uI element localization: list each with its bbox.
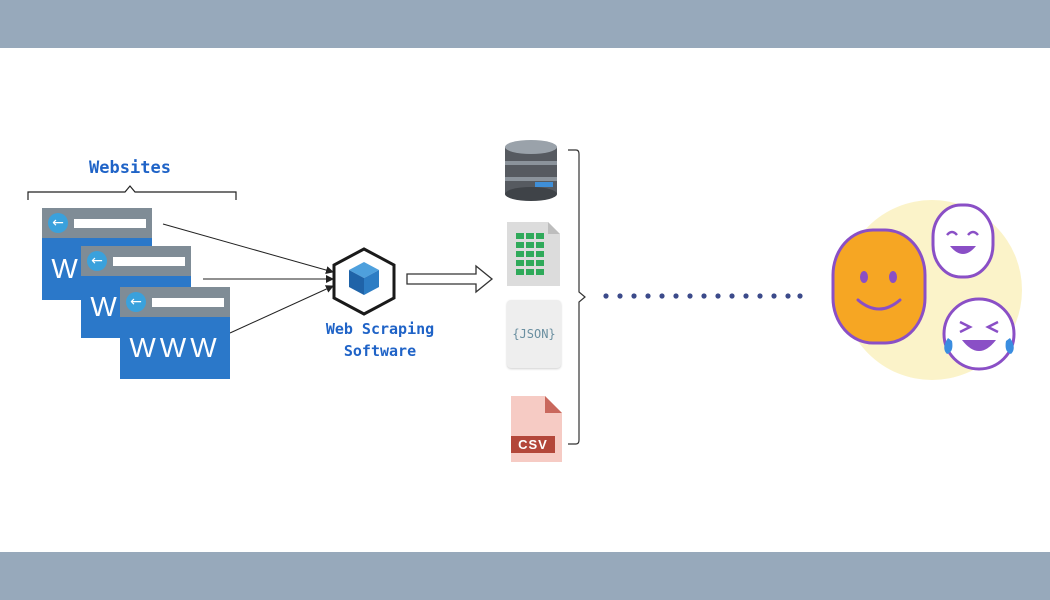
happy-face-icon [931, 203, 995, 279]
csv-label: CSV [511, 436, 555, 453]
software-label: Web Scraping Software [295, 318, 465, 362]
json-file-icon: {JSON} [507, 300, 561, 368]
spreadsheet-icon [507, 222, 560, 286]
cube-icon [332, 247, 396, 316]
database-icon [505, 140, 557, 201]
back-arrow-icon: ← [48, 213, 68, 233]
browser-window-3: ← WWW [120, 287, 230, 379]
address-bar [113, 257, 185, 266]
back-arrow-icon: ← [126, 292, 146, 312]
laughing-emoji-icon [942, 297, 1016, 371]
www-text: WWW [120, 317, 230, 379]
top-banner [0, 0, 1050, 48]
address-bar [74, 219, 146, 228]
websites-label: Websites [89, 158, 171, 178]
bottom-banner [0, 552, 1050, 600]
back-arrow-icon: ← [87, 251, 107, 271]
smiley-icon [831, 228, 927, 345]
emoji-group [831, 200, 1022, 380]
software-label-line1: Web Scraping [325, 320, 435, 338]
dotted-connector [603, 293, 803, 299]
address-bar [152, 298, 224, 307]
software-label-line2: Software [343, 342, 417, 360]
